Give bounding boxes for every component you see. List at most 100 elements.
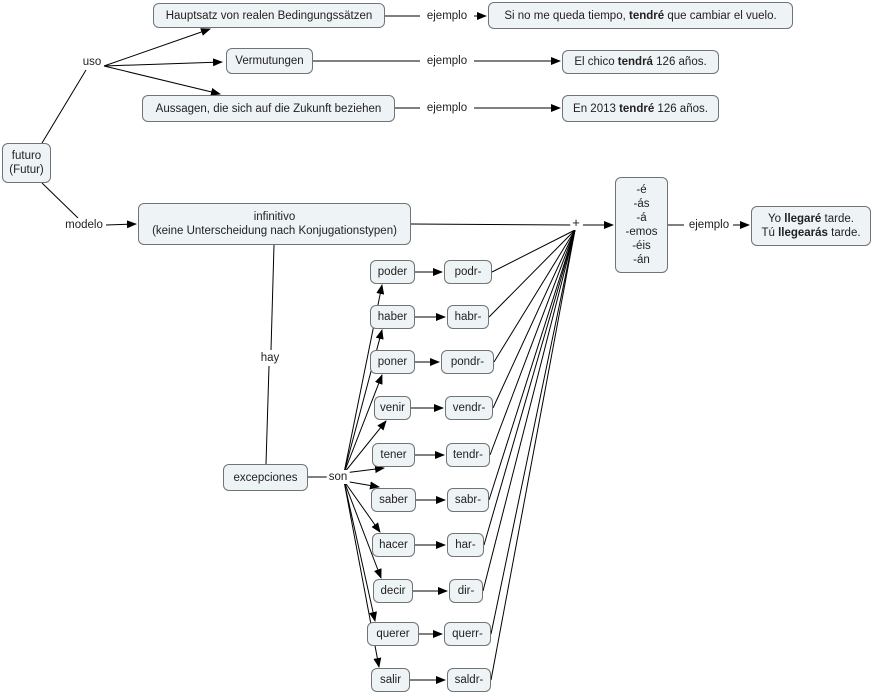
root-label-line-2: (Futur)	[9, 164, 44, 176]
stem-node-querer[interactable]: querr-	[444, 622, 491, 646]
verb-node-decir[interactable]: decir	[373, 579, 413, 603]
link-label-uso: uso	[80, 55, 104, 69]
use-node-label: Vermutungen	[235, 55, 304, 67]
final-example-node[interactable]: Yo llegaré tarde. Tú llegearás tarde.	[751, 206, 871, 246]
link-label-ejemplo-1: ejemplo	[424, 9, 470, 23]
stem-node-salir[interactable]: saldr-	[447, 668, 491, 692]
link-label-ejemplo-3: ejemplo	[424, 101, 470, 115]
stem-node-hacer[interactable]: har-	[447, 533, 484, 557]
example-text: Si no me queda tiempo, tendré que cambia…	[504, 9, 777, 22]
endings-list: -é-ás-á-emos-éis-án	[626, 183, 658, 267]
link-label-hay: hay	[258, 351, 282, 365]
verb-node-salir[interactable]: salir	[371, 668, 410, 692]
stem-label: saldr-	[454, 674, 484, 686]
stem-node-poder[interactable]: podr-	[444, 260, 492, 284]
verb-node-tener[interactable]: tener	[372, 443, 415, 467]
example-node-tendre-2[interactable]: En 2013 tendré 126 años.	[562, 95, 719, 122]
verb-node-poder[interactable]: poder	[370, 260, 415, 284]
link-label-modelo: modelo	[63, 218, 105, 232]
verb-node-hacer[interactable]: hacer	[372, 533, 415, 557]
edge-son-decir	[343, 480, 382, 579]
infinitivo-line-1: infinitivo	[253, 211, 296, 223]
stem-node-poner[interactable]: pondr-	[441, 350, 494, 374]
stem-label: podr-	[454, 266, 482, 278]
ending-item: -éis	[632, 240, 651, 252]
link-label-ejemplo-2: ejemplo	[424, 54, 470, 68]
ending-item: -é	[636, 184, 647, 196]
edge-infinitivo-plus	[410, 223, 572, 226]
edge-stem-querer-plus	[490, 229, 576, 635]
use-node-zukunft[interactable]: Aussagen, die sich auf die Zukunft bezie…	[142, 95, 395, 122]
verb-label: poner	[377, 356, 408, 368]
verb-label: salir	[379, 674, 402, 686]
edge-stem-poner-plus	[493, 229, 576, 363]
edge-stem-haber-plus	[488, 229, 576, 318]
ending-item: -án	[633, 254, 650, 266]
verb-label: decir	[380, 585, 406, 597]
example-text: El chico tendrá 126 años.	[574, 56, 707, 68]
verb-node-poner[interactable]: poner	[370, 350, 415, 374]
edge-uso-use-3	[103, 65, 221, 96]
example-text: En 2013 tendré 126 años.	[573, 102, 708, 115]
stem-label: querr-	[452, 628, 483, 640]
endings-node[interactable]: -é-ás-á-emos-éis-án	[615, 177, 668, 273]
example-node-tendre-1[interactable]: Si no me queda tiempo, tendré que cambia…	[488, 2, 793, 29]
verb-node-haber[interactable]: haber	[370, 305, 415, 329]
link-label-son: son	[326, 470, 350, 484]
stem-label: habr-	[454, 311, 482, 323]
final-example-line-2: Tú llegearás tarde.	[761, 227, 861, 239]
excepciones-node[interactable]: excepciones	[223, 464, 308, 491]
edge-hay-excepciones	[265, 365, 270, 465]
stem-label: vendr-	[452, 402, 486, 414]
use-node-vermutungen[interactable]: Vermutungen	[226, 48, 313, 74]
use-node-label: Hauptsatz von realen Bedingungssätzen	[165, 9, 373, 22]
use-node-label: Aussagen, die sich auf die Zukunft bezie…	[155, 102, 382, 115]
edge-stem-poder-plus	[491, 229, 576, 273]
edge-uso-use-2	[103, 58, 223, 67]
edge-stem-tener-plus	[489, 229, 576, 456]
verb-node-querer[interactable]: querer	[367, 622, 419, 646]
verb-label: poder	[377, 266, 408, 278]
edge-son-tener	[343, 465, 385, 474]
ending-item: -emos	[625, 226, 658, 238]
stem-node-venir[interactable]: vendr-	[445, 396, 493, 420]
link-label-plus: +	[570, 215, 582, 230]
stem-label: har-	[455, 539, 476, 551]
stem-node-haber[interactable]: habr-	[447, 305, 489, 329]
stem-label: tendr-	[452, 449, 484, 461]
edge-son-saber	[343, 480, 380, 490]
infinitivo-line-2: (keine Unterscheidung nach Konjugationst…	[152, 225, 397, 237]
use-node-bedingungssaetze[interactable]: Hauptsatz von realen Bedingungssätzen	[153, 3, 385, 28]
root-node-futuro[interactable]: futuro (Futur)	[2, 143, 51, 183]
edge-son-venir	[343, 420, 387, 474]
root-label-line-1: futuro	[11, 150, 42, 162]
stem-label: pondr-	[450, 356, 485, 368]
stem-node-decir[interactable]: dir-	[449, 579, 483, 603]
edge-son-hacer	[343, 480, 381, 533]
ending-item: -ás	[633, 198, 650, 210]
excepciones-label: excepciones	[233, 471, 298, 484]
edge-uso-use-1	[103, 28, 211, 67]
edge-root-uso	[41, 69, 87, 144]
link-label-ejemplo-4: ejemplo	[686, 218, 732, 232]
stem-node-saber[interactable]: sabr-	[447, 488, 489, 512]
edge-stem-saber-plus	[488, 229, 576, 501]
edge-root-modelo	[41, 182, 79, 219]
verb-label: hacer	[379, 539, 408, 551]
infinitivo-node[interactable]: infinitivo (keine Unterscheidung nach Ko…	[138, 203, 411, 245]
verb-node-saber[interactable]: saber	[371, 488, 416, 512]
final-example-line-1: Yo llegaré tarde.	[768, 213, 854, 225]
stem-node-tener[interactable]: tendr-	[446, 443, 490, 467]
stem-label: sabr-	[454, 494, 482, 506]
edge-son-poner	[343, 374, 383, 474]
stem-label: dir-	[457, 585, 475, 597]
example-node-tendra[interactable]: El chico tendrá 126 años.	[562, 50, 719, 74]
edge-son-querer	[343, 480, 377, 622]
verb-label: saber	[379, 494, 408, 506]
verb-node-venir[interactable]: venir	[374, 396, 411, 420]
verb-label: haber	[377, 311, 408, 323]
verb-label: querer	[376, 628, 410, 640]
edge-stem-venir-plus	[492, 229, 576, 409]
edge-stem-salir-plus	[490, 229, 576, 681]
edge-modelo-infinitivo	[105, 220, 137, 229]
